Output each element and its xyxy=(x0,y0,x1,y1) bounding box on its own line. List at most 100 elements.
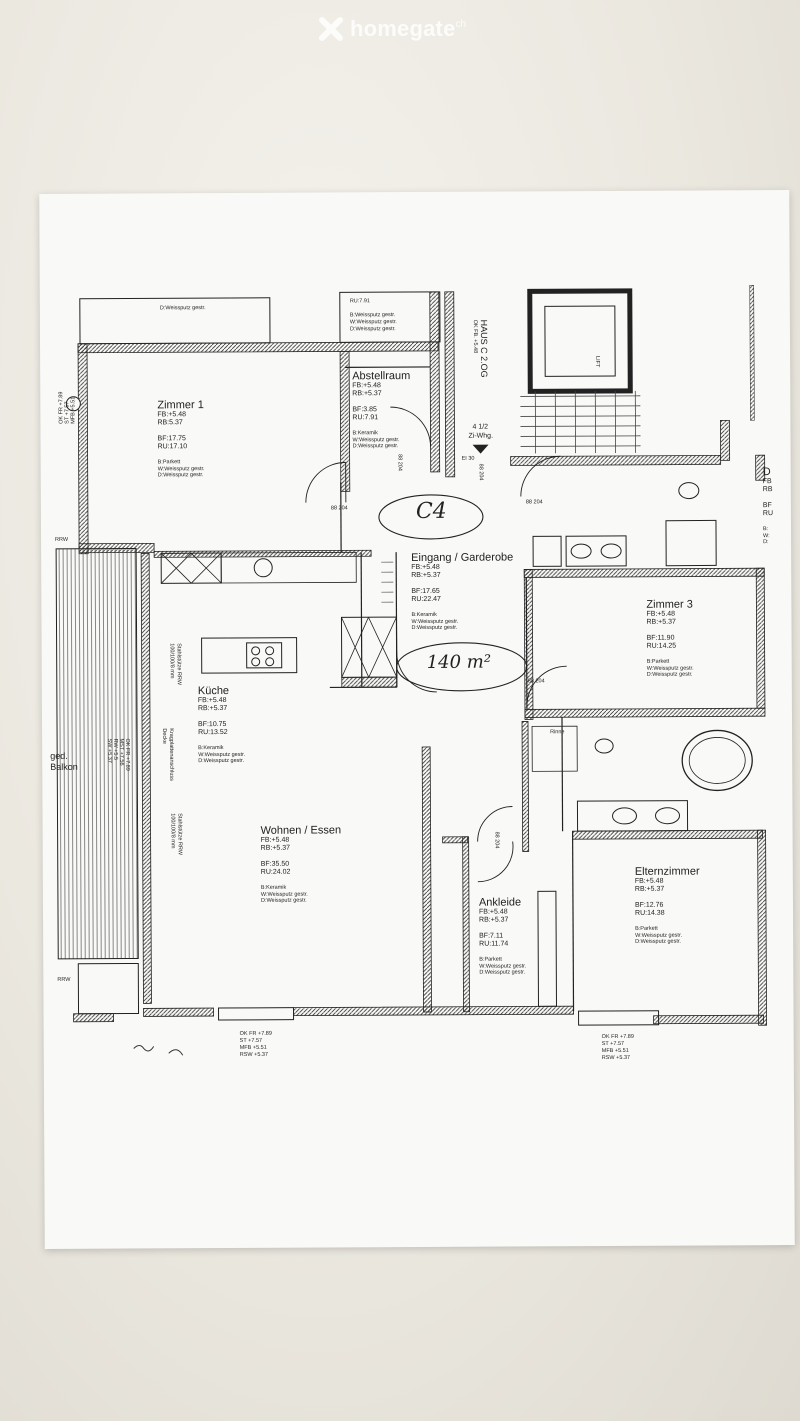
door-tag: 88 204 xyxy=(527,678,545,685)
homegate-watermark: homegate ch xyxy=(318,16,466,42)
room-detail: D:Weissputz gestr. xyxy=(157,472,204,479)
top-strip-mid-3: D:Weissputz gestr. xyxy=(349,326,396,333)
room-title: Zimmer 1 xyxy=(157,399,204,412)
room-detail xyxy=(647,651,694,659)
room-abstellraum: Abstellraum FB:+5.48 RB:+5.37 BF:3.85 RU… xyxy=(352,370,410,450)
room-partial-right: D FB RB BF RU B: W: D: xyxy=(763,466,774,546)
room-detail xyxy=(158,451,205,459)
room-detail xyxy=(479,924,526,932)
room-kueche: Küche FB:+5.48 RB:+5.37 BF:10.75 RU:13.5… xyxy=(198,685,245,765)
room-detail: FB:+5.48 xyxy=(197,696,227,705)
column-note-krag: Kragplattenanschluss xyxy=(168,728,175,781)
balcony-label-2: Balkon xyxy=(50,761,78,772)
column-note-decke: Decke xyxy=(161,728,168,744)
room-zimmer-1: Zimmer 1 FB:+5.48 RB:5.37 BF:17.75 RU:17… xyxy=(157,399,204,479)
room-detail: BF:11.90 xyxy=(646,634,675,642)
balcony-label-1: ged. xyxy=(50,750,68,761)
room-title: Zimmer 3 xyxy=(646,598,693,611)
room-detail: RU:17.10 xyxy=(157,443,188,451)
lift-label: LIFT xyxy=(594,356,601,368)
room-detail: BF:17.75 xyxy=(157,435,186,443)
watermark-suffix: ch xyxy=(455,18,467,30)
room-detail: D:Weissputz gestr. xyxy=(352,443,399,450)
room-title: Eingang / Garderobe xyxy=(411,551,514,565)
level-balcony-3: SW +5.37 xyxy=(106,738,113,763)
door-tag: 88 204 xyxy=(477,463,484,481)
level-balcony-2: RW +5.5 xyxy=(112,738,119,761)
room-detail xyxy=(198,713,245,721)
floor-level-label: OK FB. +5.48 xyxy=(471,319,479,354)
room-detail: D:Weissputz gestr. xyxy=(260,897,307,904)
level-bottom-left-3: RSW +5.37 xyxy=(239,1051,269,1058)
room-detail xyxy=(647,627,694,635)
room-detail: RB:+5.37 xyxy=(646,618,676,626)
room-ankleide: Ankleide FB:+5.48 RB:+5.37 BF:7.11 RU:11… xyxy=(479,896,526,976)
room-eingang-garderobe: Eingang / Garderobe FB:+5.48 RB:+5.37 BF… xyxy=(411,551,514,631)
house-label: HAUS C 2.OG xyxy=(478,319,490,378)
room-detail: D: xyxy=(763,539,769,546)
room-title: D xyxy=(762,466,771,479)
level-left-1: ST +7.57 xyxy=(64,401,71,424)
level-left-2: OK FR +7.89 xyxy=(58,391,65,424)
door-tag: 88 204 xyxy=(396,454,403,471)
top-strip-mid-2: W:Weissputz gestr. xyxy=(349,319,397,326)
door-tag: 88 204 xyxy=(493,831,500,849)
door-tag: 88 204 xyxy=(330,505,348,512)
room-title: Ankleide xyxy=(478,896,522,909)
room-detail xyxy=(198,737,245,745)
level-bottom-right-2: MFB +5.51 xyxy=(601,1047,629,1055)
room-detail: RU:11.74 xyxy=(479,940,509,948)
top-strip-mid-1: B:Weissputz gestr. xyxy=(349,312,396,319)
door-tag: 88 204 xyxy=(525,499,543,506)
room-wohnen-essen: Wohnen / Essen FB:+5.48 RB:+5.37 BF:35.5… xyxy=(261,824,342,904)
room-detail: RB:+5.37 xyxy=(197,704,228,713)
room-detail xyxy=(157,427,204,435)
room-detail: D:Weissputz gestr. xyxy=(646,671,693,678)
level-bottom-left-0: OK FR +7.89 xyxy=(239,1030,272,1037)
room-detail xyxy=(479,948,526,956)
room-title: Küche xyxy=(197,684,230,698)
watermark-brand: homegate xyxy=(350,16,456,41)
room-title: Wohnen / Essen xyxy=(260,824,342,837)
room-detail: D:Weissputz gestr. xyxy=(411,624,458,632)
level-left-0: MFB +5.51 xyxy=(70,396,77,424)
room-detail: FB:+5.48 xyxy=(478,908,508,916)
room-detail xyxy=(763,494,773,502)
rrw-top-label: RRW xyxy=(55,536,69,543)
room-elternzimmer: Elternzimmer FB:+5.48 RB:+5.37 BF:12.76 … xyxy=(635,866,700,946)
unit-type-label: Zi-Whg. xyxy=(468,432,494,440)
level-bottom-left-2: MFB +5.51 xyxy=(239,1044,267,1051)
room-detail: BF:7.11 xyxy=(479,932,504,940)
floor-plan-drawing xyxy=(55,284,768,1056)
room-detail: RB xyxy=(762,486,773,494)
room-detail: FB:+5.48 xyxy=(157,411,187,419)
level-balcony-0: OK FR +7.89 xyxy=(124,738,131,771)
room-detail: D:Weissputz gestr. xyxy=(479,969,526,976)
top-strip-left: D:Weissputz gestr. xyxy=(159,305,206,312)
fire-rating-label: EI 30 xyxy=(461,455,475,462)
room-detail: BF:10.75 xyxy=(198,720,227,729)
room-zimmer-3: Zimmer 3 FB:+5.48 RB:+5.37 BF:11.90 RU:1… xyxy=(646,599,693,679)
room-detail: BF xyxy=(762,502,772,510)
room-detail: FB xyxy=(762,478,772,486)
bath-rinne-label: Rinne xyxy=(550,729,565,736)
column-note-stuetze-2: Stahlstütze RRW xyxy=(176,813,183,856)
room-detail: RU:13.52 xyxy=(198,728,228,737)
level-bottom-right-0: OK FR +7.89 xyxy=(601,1033,634,1041)
room-detail: D:Weissputz gestr. xyxy=(198,757,244,765)
top-strip-mid-0: RU:7.91 xyxy=(349,298,371,305)
handwritten-area: 140 m² xyxy=(426,651,492,673)
column-note-stuetze-2b: 100/100/8 mm xyxy=(169,813,176,849)
room-detail: RU:14.25 xyxy=(646,642,677,650)
room-title: Elternzimmer xyxy=(634,865,700,878)
room-detail: RB:5.37 xyxy=(157,419,183,427)
room-detail: FB:+5.48 xyxy=(646,610,676,618)
room-title: Abstellraum xyxy=(352,370,411,383)
level-bottom-left-1: ST +7.57 xyxy=(239,1037,263,1044)
level-bottom-right-3: RSW +5.37 xyxy=(601,1054,631,1062)
homegate-logo-icon xyxy=(319,17,343,41)
level-balcony-1: MST +7.56 xyxy=(118,738,125,766)
room-detail: D:Weissputz gestr. xyxy=(635,938,681,945)
room-detail: RB:+5.37 xyxy=(479,916,509,924)
room-detail: RU xyxy=(762,510,774,518)
